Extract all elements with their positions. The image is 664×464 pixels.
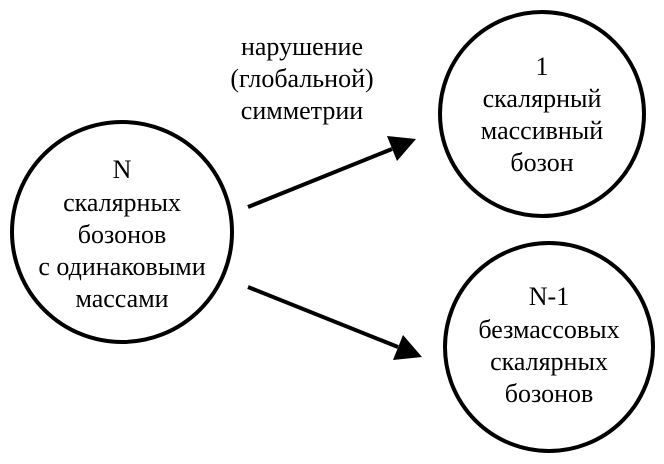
node-source-line-3: бозонов bbox=[78, 220, 167, 249]
node-massive-line-1: 1 bbox=[536, 52, 549, 81]
node-massless-line-2: безмассовых bbox=[478, 315, 619, 344]
arrow-to-massless-head-icon bbox=[393, 335, 422, 360]
edge-label: нарушение (глобальной) симметрии bbox=[230, 32, 373, 125]
arrow-to-massive-head-icon bbox=[387, 136, 416, 161]
arrow-to-massless bbox=[247, 285, 422, 360]
node-source-line-2: скалярных bbox=[63, 188, 181, 217]
node-massless: N-1 безмассовых скалярных бозонов bbox=[443, 241, 655, 453]
node-massive-circle bbox=[438, 10, 646, 218]
node-massive-line-3: массивный bbox=[481, 116, 603, 145]
node-massless-circle bbox=[443, 241, 655, 453]
node-source-line-4: с одинаковыми bbox=[38, 252, 205, 281]
node-source-line-5: массами bbox=[75, 284, 168, 313]
arrow-to-massive-shaft bbox=[247, 147, 393, 209]
edge-label-line-2: (глобальной) bbox=[230, 64, 373, 93]
node-source-circle bbox=[10, 120, 234, 344]
node-massless-line-3: скалярных bbox=[490, 347, 608, 376]
node-massive-line-2: скалярный bbox=[483, 84, 602, 113]
node-massive: 1 скалярный массивный бозон bbox=[438, 10, 646, 218]
node-source: N скалярных бозонов с одинаковыми массам… bbox=[10, 120, 234, 344]
node-massless-line-4: бозонов bbox=[505, 379, 594, 408]
node-source-line-1: N bbox=[113, 155, 132, 184]
arrow-to-massive bbox=[247, 136, 416, 209]
node-massless-line-1: N-1 bbox=[529, 282, 569, 311]
node-massive-line-4: бозон bbox=[510, 148, 573, 177]
edge-label-line-1: нарушение bbox=[241, 32, 363, 61]
edge-label-line-3: симметрии bbox=[241, 96, 363, 125]
arrow-to-massless-shaft bbox=[247, 285, 399, 349]
